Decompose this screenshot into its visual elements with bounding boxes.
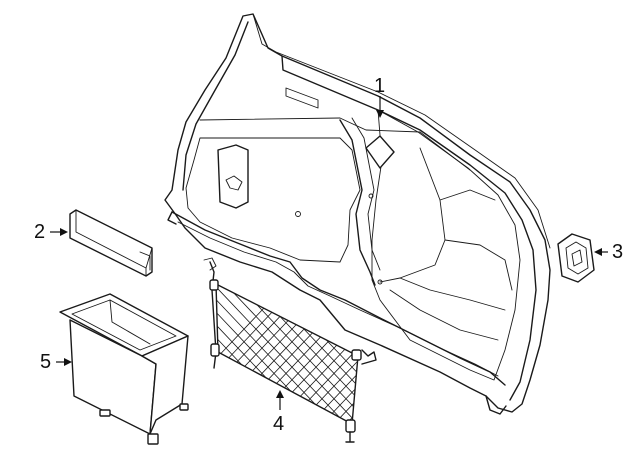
callout-label-2: 2 xyxy=(34,221,45,243)
callout-label-3: 3 xyxy=(612,241,623,263)
clip-bezel xyxy=(557,233,595,283)
net-mesh xyxy=(216,284,358,424)
callout-3: 3 xyxy=(594,241,623,263)
cargo-net xyxy=(203,257,377,443)
small-trim-panel xyxy=(69,209,153,277)
storage-bin xyxy=(59,293,189,445)
callout-5: 5 xyxy=(40,351,72,373)
quarter-trim-panel xyxy=(164,13,551,415)
callout-label-4: 4 xyxy=(273,413,284,435)
callout-2: 2 xyxy=(34,221,68,243)
callout-1: 1 xyxy=(374,75,385,118)
callout-4: 4 xyxy=(273,390,284,435)
callout-label-5: 5 xyxy=(40,351,51,373)
callout-label-1: 1 xyxy=(374,75,385,97)
